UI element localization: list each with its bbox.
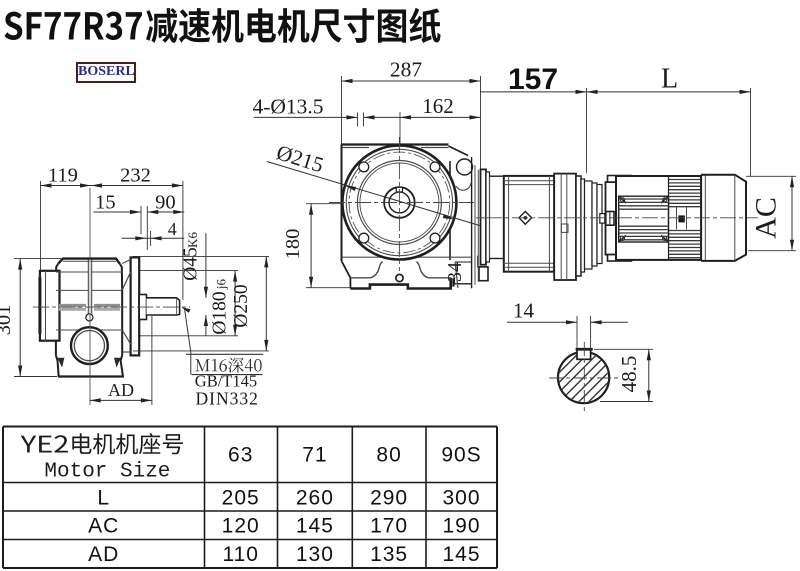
svg-text:63: 63: [228, 444, 253, 467]
svg-text:AC: AC: [88, 515, 119, 538]
svg-text:205: 205: [222, 486, 260, 509]
svg-text:287: 287: [390, 57, 423, 81]
svg-text:15: 15: [95, 192, 116, 214]
svg-text:Ø180: Ø180: [209, 291, 230, 334]
svg-text:Ø45: Ø45: [181, 247, 202, 281]
svg-text:j6: j6: [214, 278, 229, 290]
svg-text:120: 120: [222, 515, 260, 538]
svg-text:110: 110: [222, 543, 258, 566]
svg-text:K6: K6: [185, 232, 200, 248]
svg-text:190: 190: [442, 515, 480, 538]
svg-text:4-Ø13.5: 4-Ø13.5: [252, 95, 323, 119]
svg-text:AD: AD: [108, 380, 134, 400]
svg-text:GB/T145: GB/T145: [195, 372, 257, 391]
svg-text:Ø250: Ø250: [231, 284, 252, 327]
svg-text:162: 162: [422, 94, 454, 118]
svg-text:170: 170: [370, 515, 408, 538]
svg-text:80: 80: [376, 444, 401, 467]
svg-text:90S: 90S: [441, 444, 481, 467]
svg-text:AD: AD: [88, 543, 119, 566]
svg-text:301: 301: [0, 305, 15, 336]
svg-text:232: 232: [120, 164, 151, 186]
svg-text:300: 300: [442, 486, 480, 509]
svg-text:Motor Size: Motor Size: [44, 461, 170, 484]
svg-text:180: 180: [282, 229, 304, 260]
svg-text:34: 34: [444, 262, 466, 282]
svg-text:145: 145: [442, 543, 480, 566]
svg-text:4: 4: [168, 219, 177, 239]
svg-text:157: 157: [508, 63, 558, 96]
svg-text:71: 71: [302, 444, 327, 467]
svg-text:L: L: [97, 486, 110, 509]
svg-text:48.5: 48.5: [617, 356, 641, 393]
svg-text:135: 135: [370, 543, 408, 566]
svg-text:119: 119: [48, 164, 78, 186]
svg-text:90: 90: [155, 192, 176, 214]
svg-text:290: 290: [370, 486, 408, 509]
svg-text:145: 145: [296, 515, 334, 538]
svg-text:14: 14: [513, 299, 535, 323]
svg-text:130: 130: [296, 543, 334, 566]
svg-text:AC: AC: [750, 197, 783, 239]
svg-text:260: 260: [296, 486, 334, 509]
svg-text:DIN332: DIN332: [196, 388, 259, 408]
svg-text:L: L: [661, 64, 678, 95]
